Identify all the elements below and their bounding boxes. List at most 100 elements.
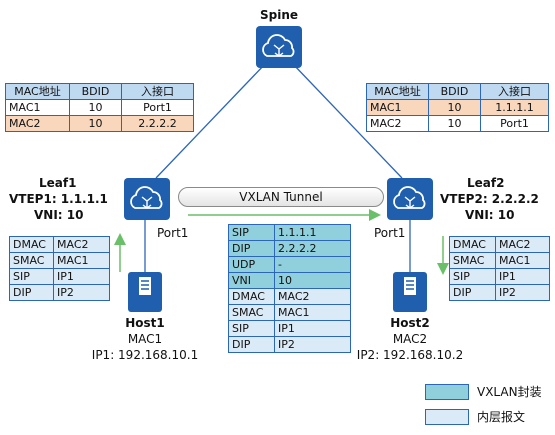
host1-name: Host1 [125, 316, 165, 330]
field-name: DMAC [228, 288, 275, 305]
table-row-highlighted: MAC2 10 2.2.2.2 [5, 115, 194, 132]
table-row: MAC1 10 Port1 [5, 99, 194, 116]
field-name: SIP [228, 224, 275, 241]
leaf1-vtep: VTEP1: 1.1.1.1 [9, 192, 108, 206]
host1-mac: MAC1 [127, 332, 163, 346]
field-name: SIP [449, 268, 496, 285]
field-value: IP2 [53, 284, 110, 301]
field-value: MAC1 [274, 304, 351, 321]
inner-packet-row: DMAC MAC2 [228, 288, 351, 305]
spine-label: Spine [259, 8, 299, 22]
header-mac-address: MAC地址 [5, 83, 70, 100]
field-value: MAC2 [53, 236, 110, 253]
host2-name: Host2 [390, 316, 430, 330]
vxlan-tunnel: VXLAN Tunnel [178, 187, 384, 207]
header-bdid: BDID [428, 83, 481, 100]
field-name: DMAC [9, 236, 54, 253]
mac-cell: MAC1 [366, 99, 429, 116]
field-name: SMAC [449, 252, 496, 269]
host2-ip: IP2: 192.168.10.2 [356, 348, 464, 362]
field-name: SIP [9, 268, 54, 285]
field-name: UDP [228, 256, 275, 273]
field-name: DMAC [449, 236, 496, 253]
header-bdid: BDID [69, 83, 122, 100]
bdid-cell: 10 [69, 115, 122, 132]
inner-packet-row: SMAC MAC1 [228, 304, 351, 321]
spine-leaf2-link [291, 62, 403, 179]
header-ingress-port: 入接口 [121, 83, 194, 100]
leaf2-name: Leaf2 [467, 176, 505, 190]
table-row: DMAC MAC2 [449, 236, 550, 253]
leaf2-port: Port1 [374, 226, 406, 240]
table-row: SIP IP1 [449, 268, 550, 285]
table-row: SIP IP1 [9, 268, 110, 285]
mac-table-header: MAC地址 BDID 入接口 [5, 83, 194, 100]
leaf2-router-icon [387, 178, 433, 220]
field-name: DIP [449, 284, 496, 301]
host1-packet-table: DMAC MAC2 SMAC MAC1 SIP IP1 DIP IP2 [9, 236, 110, 301]
host2-mac: MAC2 [392, 332, 428, 346]
field-value: MAC2 [274, 288, 351, 305]
field-value: MAC1 [53, 252, 110, 269]
legend-vxlan-label: VXLAN封装 [477, 385, 542, 399]
field-value: IP1 [53, 268, 110, 285]
vxlan-header-row: SIP 1.1.1.1 [228, 224, 351, 241]
leaf1-router-icon [124, 178, 170, 220]
mac-table-header: MAC地址 BDID 入接口 [366, 83, 549, 100]
mac-cell: MAC1 [5, 99, 70, 116]
vxlan-header-row: VNI 10 [228, 272, 351, 289]
leaf1-port: Port1 [157, 226, 189, 240]
mac-cell: MAC2 [366, 115, 429, 132]
bdid-cell: 10 [428, 99, 481, 116]
table-row-highlighted: MAC1 10 1.1.1.1 [366, 99, 549, 116]
field-value: 2.2.2.2 [274, 240, 351, 257]
host1-ip: IP1: 192.168.10.1 [91, 348, 199, 362]
field-value: MAC2 [495, 236, 550, 253]
legend-vxlan-swatch [425, 384, 469, 400]
port-cell: Port1 [480, 115, 549, 132]
field-name: SIP [228, 320, 275, 337]
field-value: IP1 [495, 268, 550, 285]
table-row: DIP IP2 [449, 284, 550, 301]
field-name: SMAC [228, 304, 275, 321]
table-row: DIP IP2 [9, 284, 110, 301]
spine-leaf1-link [155, 62, 267, 179]
header-ingress-port: 入接口 [480, 83, 549, 100]
bdid-cell: 10 [428, 115, 481, 132]
header-mac-address: MAC地址 [366, 83, 429, 100]
field-name: DIP [228, 336, 275, 353]
mac-cell: MAC2 [5, 115, 70, 132]
table-row: SMAC MAC1 [449, 252, 550, 269]
leaf2-mac-table: MAC地址 BDID 入接口 MAC1 10 1.1.1.1 MAC2 10 P… [366, 83, 549, 132]
spine-router-icon [256, 26, 302, 68]
field-value: IP2 [495, 284, 550, 301]
field-name: VNI [228, 272, 275, 289]
leaf2-vtep: VTEP2: 2.2.2.2 [440, 192, 539, 206]
inner-packet-row: DIP IP2 [228, 336, 351, 353]
port-cell: 2.2.2.2 [121, 115, 194, 132]
field-value: 10 [274, 272, 351, 289]
vxlan-header-row: UDP - [228, 256, 351, 273]
port-cell: Port1 [121, 99, 194, 116]
field-name: DIP [9, 284, 54, 301]
leaf2-vni: VNI: 10 [465, 208, 515, 222]
table-row: DMAC MAC2 [9, 236, 110, 253]
host1-server-icon [128, 272, 162, 312]
leaf1-name: Leaf1 [39, 176, 77, 190]
vxlan-header-row: DIP 2.2.2.2 [228, 240, 351, 257]
host2-packet-table: DMAC MAC2 SMAC MAC1 SIP IP1 DIP IP2 [449, 236, 550, 301]
field-name: SMAC [9, 252, 54, 269]
vxlan-packet-table: SIP 1.1.1.1 DIP 2.2.2.2 UDP - VNI 10 DMA… [228, 224, 351, 353]
host2-server-icon [393, 272, 427, 312]
leaf1-mac-table: MAC地址 BDID 入接口 MAC1 10 Port1 MAC2 10 2.2… [5, 83, 194, 132]
leaf1-vni: VNI: 10 [34, 208, 84, 222]
field-value: IP2 [274, 336, 351, 353]
bdid-cell: 10 [69, 99, 122, 116]
field-value: 1.1.1.1 [274, 224, 351, 241]
inner-packet-row: SIP IP1 [228, 320, 351, 337]
legend-inner-swatch [425, 409, 469, 425]
legend-inner-label: 内层报文 [477, 410, 526, 424]
field-name: DIP [228, 240, 275, 257]
